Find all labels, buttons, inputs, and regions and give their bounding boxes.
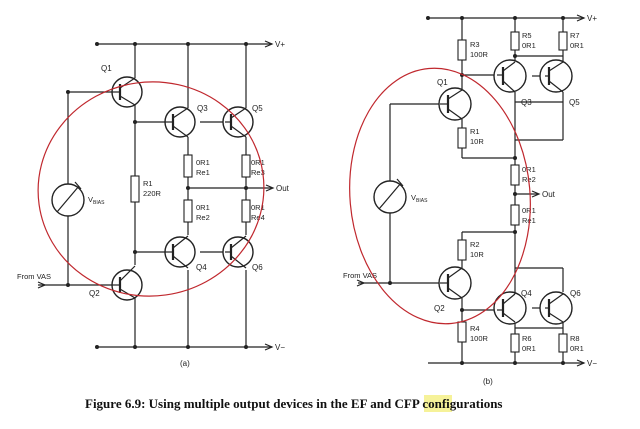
resistor-r1-a xyxy=(130,175,140,203)
resistor-re2-b xyxy=(510,204,520,226)
panel-label-b: (b) xyxy=(483,377,493,386)
re1-value-a: 0R1 xyxy=(196,158,210,167)
vbias-source-b xyxy=(373,178,407,214)
q6-label-a: Q6 xyxy=(252,263,263,272)
q4-label-a: Q4 xyxy=(196,263,207,272)
q1-label-a: Q1 xyxy=(101,64,112,73)
resistor-re1-a xyxy=(183,154,193,178)
figure-caption: Figure 6.9: Using multiple output device… xyxy=(85,396,502,411)
q5-label-a: Q5 xyxy=(252,104,263,113)
rail-neg-label-a: V− xyxy=(275,343,285,352)
re2-value-b: 0R1 xyxy=(522,206,536,215)
r8-value-b: 0R1 xyxy=(570,344,584,353)
input-label-a: From VAS xyxy=(17,272,51,281)
transistor-q1-a xyxy=(111,76,143,108)
circuit-b: V+ V− R3 100R R5 0R1 R7 0R1 xyxy=(343,14,597,386)
highlight-ellipse-b xyxy=(349,67,531,325)
transistor-q3-b xyxy=(493,59,527,93)
q3-label-a: Q3 xyxy=(197,104,208,113)
re1-name-a: Re1 xyxy=(196,168,210,177)
rail-neg-label-b: V− xyxy=(587,359,597,368)
q4-label-b: Q4 xyxy=(521,289,532,298)
transistor-q5-b xyxy=(539,59,573,93)
r4-name-b: R4 xyxy=(470,324,480,333)
vbias-label-b: VBIAS xyxy=(411,193,428,204)
r6-name-b: R6 xyxy=(522,334,532,343)
r2-name-b: R2 xyxy=(470,240,480,249)
q3-label-b: Q3 xyxy=(521,98,532,107)
resistor-r3-b xyxy=(457,39,467,61)
transistor-q2-a xyxy=(111,265,143,301)
vbias-source-a xyxy=(51,181,85,217)
resistor-re1-b xyxy=(510,164,520,186)
r2-value-b: 10R xyxy=(470,250,484,259)
resistor-r5-b xyxy=(510,31,520,51)
input-label-b: From VAS xyxy=(343,271,377,280)
r4-value-b: 100R xyxy=(470,334,489,343)
caption-highlight xyxy=(424,395,452,412)
r6-value-b: 0R1 xyxy=(522,344,536,353)
r3-name-b: R3 xyxy=(470,40,480,49)
re2-name-b: Re1 xyxy=(522,216,536,225)
r1-value-a: 220R xyxy=(143,189,162,198)
re4-name-a: Re4 xyxy=(251,213,265,222)
r1-name-a: R1 xyxy=(143,179,153,188)
resistor-re3-a xyxy=(241,154,251,178)
resistor-r6-b xyxy=(510,333,520,353)
rail-pos-label-b: V+ xyxy=(587,14,597,23)
r3-value-b: 100R xyxy=(470,50,489,59)
transistor-q4-b xyxy=(493,291,527,325)
r5-name-b: R5 xyxy=(522,31,532,40)
q5-label-b: Q5 xyxy=(569,98,580,107)
resistor-r8-b xyxy=(558,333,568,353)
circuit-a: V+ V− Out From VAS xyxy=(17,40,290,368)
transistor-q2-b xyxy=(438,266,472,300)
resistor-re2-a xyxy=(183,199,193,223)
re3-value-a: 0R1 xyxy=(251,158,265,167)
r5-value-b: 0R1 xyxy=(522,41,536,50)
re3-name-a: Re3 xyxy=(251,168,265,177)
q2-label-a: Q2 xyxy=(89,289,100,298)
transistor-q6-a xyxy=(222,235,254,269)
resistor-r4-b xyxy=(457,321,467,343)
q2-label-b: Q2 xyxy=(434,304,445,313)
resistor-r7-b xyxy=(558,31,568,51)
transistor-q3-a xyxy=(164,106,196,138)
transistor-q6-b xyxy=(539,291,573,325)
rail-pos-label-a: V+ xyxy=(275,40,285,49)
transistor-q4-a xyxy=(164,235,196,269)
r8-name-b: R8 xyxy=(570,334,580,343)
resistor-r1-b xyxy=(457,127,467,149)
r1-name-b: R1 xyxy=(470,127,480,136)
re4-value-a: 0R1 xyxy=(251,203,265,212)
r7-value-b: 0R1 xyxy=(570,41,584,50)
highlight-ellipse-a xyxy=(37,81,265,297)
re2-value-a: 0R1 xyxy=(196,203,210,212)
panel-label-a: (a) xyxy=(180,359,190,368)
re1-value-b: 0R1 xyxy=(522,165,536,174)
r7-name-b: R7 xyxy=(570,31,580,40)
transistor-q1-b xyxy=(438,87,472,121)
vbias-label-a: VBIAS xyxy=(88,195,105,206)
q6-label-b: Q6 xyxy=(570,289,581,298)
r1-value-b: 10R xyxy=(470,137,484,146)
re2-name-a: Re2 xyxy=(196,213,210,222)
resistor-re4-a xyxy=(241,199,251,223)
resistor-r2-b xyxy=(457,239,467,261)
out-label-b: Out xyxy=(542,190,556,199)
q1-label-b: Q1 xyxy=(437,78,448,87)
out-label-a: Out xyxy=(276,184,290,193)
